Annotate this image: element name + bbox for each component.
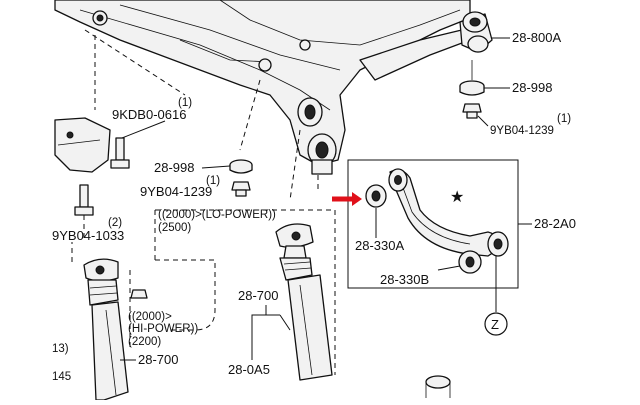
bolt-icon (74, 184, 94, 216)
rear-bushing-assembly (459, 11, 493, 53)
label-lo-power-note: ((2000)>(LO-POWER)) (158, 209, 276, 221)
label-28-700-left: 28-700 (138, 352, 178, 367)
label-bolt-left-qty: (1) (178, 97, 192, 109)
label-bolt-top-qty: (1) (557, 113, 571, 125)
left-bracket (54, 117, 111, 173)
nut-icon (130, 289, 148, 299)
label-9KDB0-0616: 9KDB0-0616 (112, 107, 186, 122)
label-28-2A0: 28-2A0 (534, 216, 576, 231)
red-arrow-head (352, 192, 362, 206)
label-28-330B: 28-330B (380, 272, 429, 287)
bolt-icon (462, 103, 482, 119)
label-left-13: 13) (52, 343, 69, 355)
shock-absorber-left (83, 258, 129, 401)
label-28-0A5: 28-0A5 (228, 362, 270, 377)
star-icon: ★ (450, 189, 464, 206)
view-marker-circle (484, 312, 508, 336)
bolt-icon (110, 137, 130, 169)
label-hi-power-note2: (HI-POWER)) (128, 323, 198, 335)
washer-icon (459, 80, 485, 96)
bushing-b-icon (458, 250, 482, 274)
label-bolt-left-lower-qty: (2) (108, 217, 122, 229)
label-28-700-right: 28-700 (238, 288, 278, 303)
label-9YB04-1239-mid: 9YB04-1239 (140, 184, 212, 199)
upper-control-arm (388, 168, 509, 257)
rear-subframe (54, 0, 471, 175)
bolt-icon (231, 181, 251, 197)
label-2200-note: (2200) (128, 336, 161, 348)
label-28-800A: 28-800A (512, 30, 561, 45)
lower-spring-seat (425, 375, 451, 398)
label-28-998-top: 28-998 (512, 80, 552, 95)
label-left-145: 145 (52, 371, 71, 383)
label-bolt-mid-qty: (1) (206, 175, 220, 187)
bushing-a-icon (365, 184, 387, 208)
label-9YB04-1033: 9YB04-1033 (52, 228, 124, 243)
label-9YB04-1239-top: 9YB04-1239 (490, 125, 554, 137)
shock-absorber-right (275, 223, 333, 381)
label-hi-power-note1: ((2000)> (128, 311, 172, 323)
label-2500-note: (2500) (158, 222, 191, 234)
view-marker-label: Z (491, 317, 499, 332)
label-28-330A: 28-330A (355, 238, 404, 253)
washer-icon (229, 159, 253, 174)
label-28-998-mid: 28-998 (154, 160, 194, 175)
